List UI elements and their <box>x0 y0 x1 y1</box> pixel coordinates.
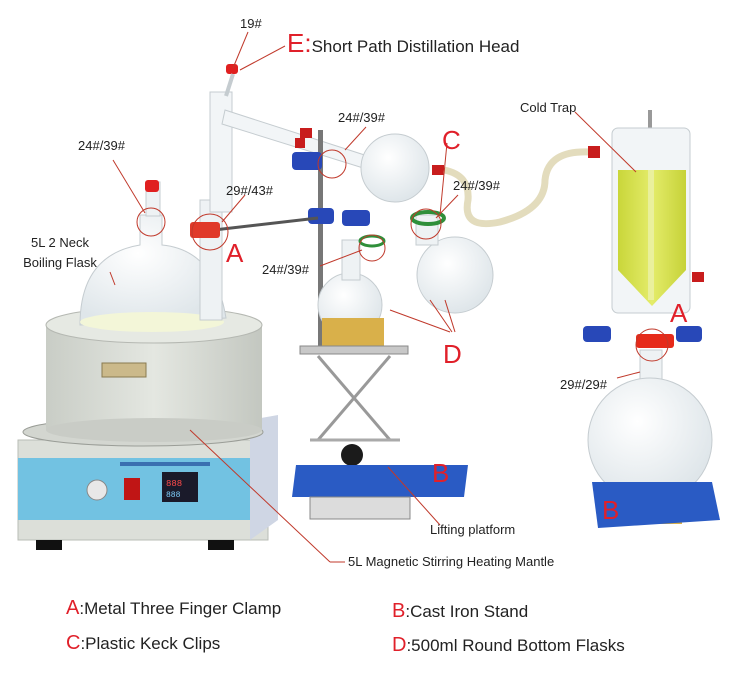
joint-label-flask-neck: 24#/39# <box>78 138 125 153</box>
legend-key-a: A <box>66 597 80 619</box>
cold-trap-label: Cold Trap <box>520 100 577 115</box>
legend-text-c: :Plastic Keck Clips <box>80 634 221 653</box>
callout-letter-b-center: B <box>432 458 450 488</box>
title-text: Short Path Distillation Head <box>311 37 520 56</box>
receiving-flasks <box>317 133 494 352</box>
heating-mantle: 888 888 <box>17 306 278 550</box>
joint-label-clamp-joint: 29#/43# <box>226 183 273 198</box>
vacuum-hose <box>443 148 591 228</box>
legend-key-d: D <box>392 634 407 656</box>
legend-item-d: D:500ml Round Bottom Flasks <box>392 634 625 657</box>
callout-letter-c: C <box>442 125 461 155</box>
legend-text-d: :500ml Round Bottom Flasks <box>406 636 625 655</box>
support-rod-and-clamps <box>190 130 370 350</box>
lifting-platform-label: Lifting platform <box>430 522 516 537</box>
legend-key-b: B <box>392 600 406 622</box>
svg-text:888: 888 <box>166 491 181 500</box>
joint-label-top-head: 19# <box>240 16 262 31</box>
legend-key-c: C <box>66 632 81 654</box>
svg-text:888: 888 <box>166 479 182 489</box>
boiling-flask-label: 5L 2 Neck Boiling Flask <box>10 233 110 273</box>
title-letter: E <box>287 28 305 58</box>
legend-item-b: B:Cast Iron Stand <box>392 600 528 623</box>
joint-label-receiver-left: 24#/39# <box>262 262 309 277</box>
lab-jack <box>292 345 468 520</box>
distillation-head <box>209 64 444 213</box>
boiling-flask-label-line1: 5L 2 Neck <box>30 235 90 250</box>
legend-item-a: A:Metal Three Finger Clamp <box>66 597 281 620</box>
boiling-flask-label-line2: Boiling Flask <box>23 255 97 270</box>
callout-letter-b-right: B <box>602 495 620 525</box>
legend-item-c: C:Plastic Keck Clips <box>66 632 220 655</box>
joint-label-cold-trap-bottom: 29#/29# <box>560 377 607 392</box>
callout-letter-a-cold-trap: A <box>670 298 688 328</box>
distillation-head-title: E:Short Path Distillation Head <box>287 28 520 58</box>
heating-mantle-label: 5L Magnetic Stirring Heating Mantle <box>348 554 555 569</box>
callout-leader-lines <box>109 31 669 563</box>
legend-text-a: :Metal Three Finger Clamp <box>79 599 282 618</box>
callout-letter-a-clamp: A <box>226 238 244 268</box>
callout-letter-d: D <box>443 339 462 369</box>
cold-trap <box>583 110 720 528</box>
legend-text-b: :Cast Iron Stand <box>405 602 529 621</box>
joint-label-receiver-right: 24#/39# <box>453 178 500 193</box>
joint-label-condenser: 24#/39# <box>338 110 385 125</box>
